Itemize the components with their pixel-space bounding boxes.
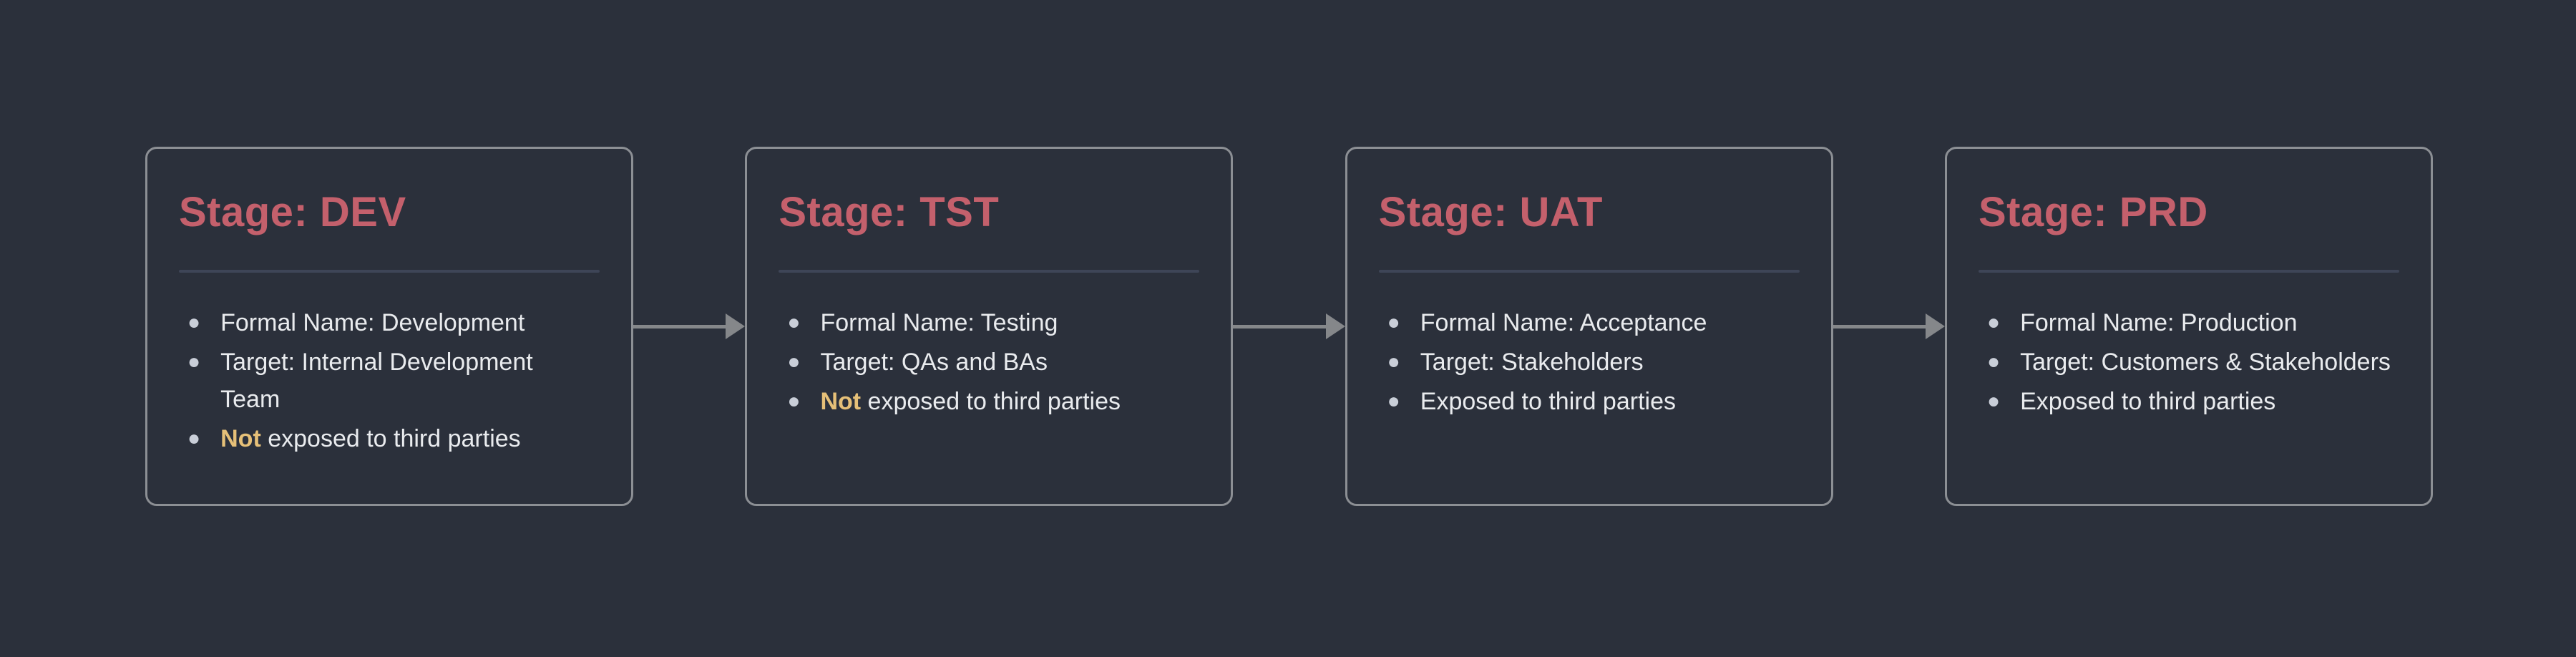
bullet-item: ● Formal Name: Production xyxy=(1987,304,2399,341)
flow-arrow xyxy=(633,147,746,506)
stage-title: Stage: DEV xyxy=(179,189,406,235)
stage-card-tst: Stage: TST ● Formal Name: Testing ● Targ… xyxy=(745,147,1234,506)
arrow-line xyxy=(1833,324,1926,328)
bullet-item: ● Formal Name: Development xyxy=(187,304,600,341)
bullet-text: Not exposed to third parties xyxy=(220,424,521,452)
bullet-dot-icon: ● xyxy=(1387,349,1400,374)
bullet-text: Formal Name: Development xyxy=(220,308,525,336)
stage-title: Stage: UAT xyxy=(1378,189,1603,235)
flow-arrow xyxy=(1233,147,1345,506)
title-divider xyxy=(1378,269,1800,273)
stage-bullet-list: ● Formal Name: Acceptance ● Target: Stak… xyxy=(1379,304,1800,420)
title-divider xyxy=(179,269,600,273)
bullet-dot-icon: ● xyxy=(787,310,801,334)
arrow-right-icon xyxy=(1325,313,1345,339)
bullet-item: ● Formal Name: Acceptance xyxy=(1387,304,1800,341)
bullet-item: ● Target: Internal Development Team xyxy=(187,344,600,418)
stage-card-uat: Stage: UAT ● Formal Name: Acceptance ● T… xyxy=(1345,147,1833,506)
bullet-item: ● Not exposed to third parties xyxy=(787,383,1199,420)
pipeline-flow: Stage: DEV ● Formal Name: Development ● … xyxy=(145,147,2433,506)
flow-arrow xyxy=(1833,147,1945,506)
stage-card-dev: Stage: DEV ● Formal Name: Development ● … xyxy=(145,147,633,506)
bullet-item: ● Exposed to third parties xyxy=(1987,383,2399,420)
bullet-item: ● Target: Stakeholders xyxy=(1387,344,1800,381)
bullet-dot-icon: ● xyxy=(1387,389,1400,413)
stage-bullet-list: ● Formal Name: Development ● Target: Int… xyxy=(179,304,600,457)
bullet-text: Exposed to third parties xyxy=(2020,387,2276,415)
bullet-text: Target: QAs and BAs xyxy=(820,348,1048,376)
stage-title: Stage: PRD xyxy=(1978,189,2208,235)
stage-title: Stage: TST xyxy=(779,189,1000,235)
bullet-dot-icon: ● xyxy=(187,349,201,374)
bullet-item: ● Target: QAs and BAs xyxy=(787,344,1199,381)
title-divider xyxy=(1978,269,2399,273)
bullet-text: Formal Name: Production xyxy=(2020,308,2298,336)
bullet-text: Target: Stakeholders xyxy=(1420,348,1644,376)
bullet-dot-icon: ● xyxy=(1986,349,2001,374)
stage-card-prd: Stage: PRD ● Formal Name: Production ● T… xyxy=(1944,147,2433,506)
bullet-item: ● Exposed to third parties xyxy=(1387,383,1800,420)
bullet-item: ● Target: Customers & Stakeholders xyxy=(1987,344,2399,381)
bullet-text: Not exposed to third parties xyxy=(820,387,1121,415)
bullet-text: Formal Name: Acceptance xyxy=(1420,308,1707,336)
bullet-text: Target: Internal Development Team xyxy=(220,348,533,413)
bullet-text: Target: Customers & Stakeholders xyxy=(2020,348,2391,376)
arrow-right-icon xyxy=(1925,313,1945,339)
bullet-dot-icon: ● xyxy=(1986,389,2001,413)
bullet-text: Exposed to third parties xyxy=(1420,387,1676,415)
stage-bullet-list: ● Formal Name: Production ● Target: Cust… xyxy=(1979,304,2399,420)
bullet-dot-icon: ● xyxy=(187,310,201,334)
stage-bullet-list: ● Formal Name: Testing ● Target: QAs and… xyxy=(779,304,1199,420)
arrow-line xyxy=(633,324,727,328)
bullet-dot-icon: ● xyxy=(787,389,801,413)
bullet-dot-icon: ● xyxy=(187,426,201,450)
title-divider xyxy=(779,269,1200,273)
arrow-line xyxy=(1233,324,1327,328)
bullet-dot-icon: ● xyxy=(1387,310,1400,334)
bullet-dot-icon: ● xyxy=(1986,310,2001,334)
bullet-item: ● Formal Name: Testing xyxy=(787,304,1199,341)
bullet-dot-icon: ● xyxy=(787,349,801,374)
bullet-text: Formal Name: Testing xyxy=(820,308,1058,336)
arrow-right-icon xyxy=(726,313,746,339)
bullet-item: ● Not exposed to third parties xyxy=(187,420,600,457)
